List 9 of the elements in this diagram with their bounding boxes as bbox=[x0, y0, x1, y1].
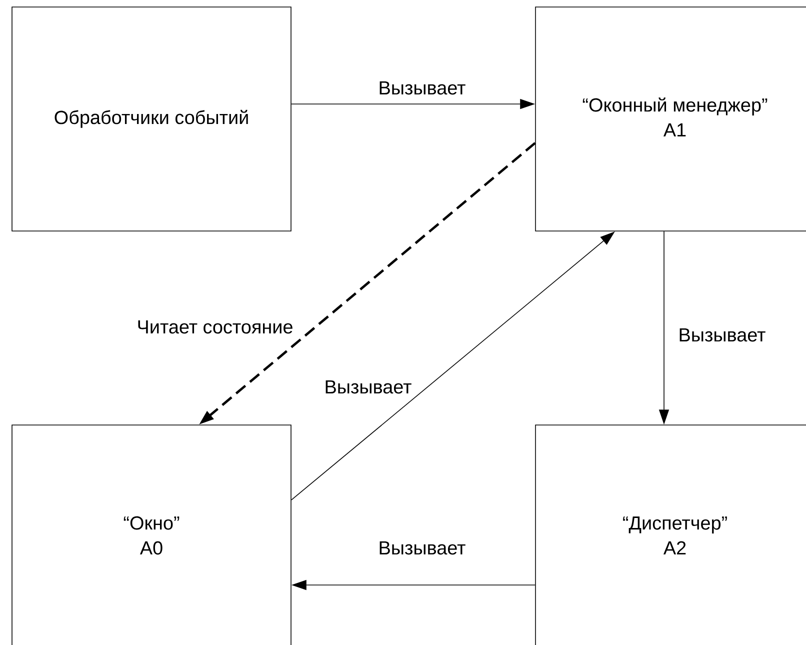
edge-label: Вызывает bbox=[377, 80, 467, 96]
process-box: “Окно” A0 bbox=[12, 424, 292, 645]
edge-label: Вызывает bbox=[323, 379, 413, 395]
edge-label: Читает состояние bbox=[136, 319, 294, 335]
process-box: “Оконный менеджер” A1 bbox=[535, 6, 806, 232]
process-box: “Диспетчер” A2 bbox=[535, 424, 806, 645]
edge-label: Вызывает bbox=[677, 327, 767, 343]
process-box: Обработчики событий bbox=[12, 6, 292, 232]
edge-label: Вызывает bbox=[377, 540, 467, 556]
